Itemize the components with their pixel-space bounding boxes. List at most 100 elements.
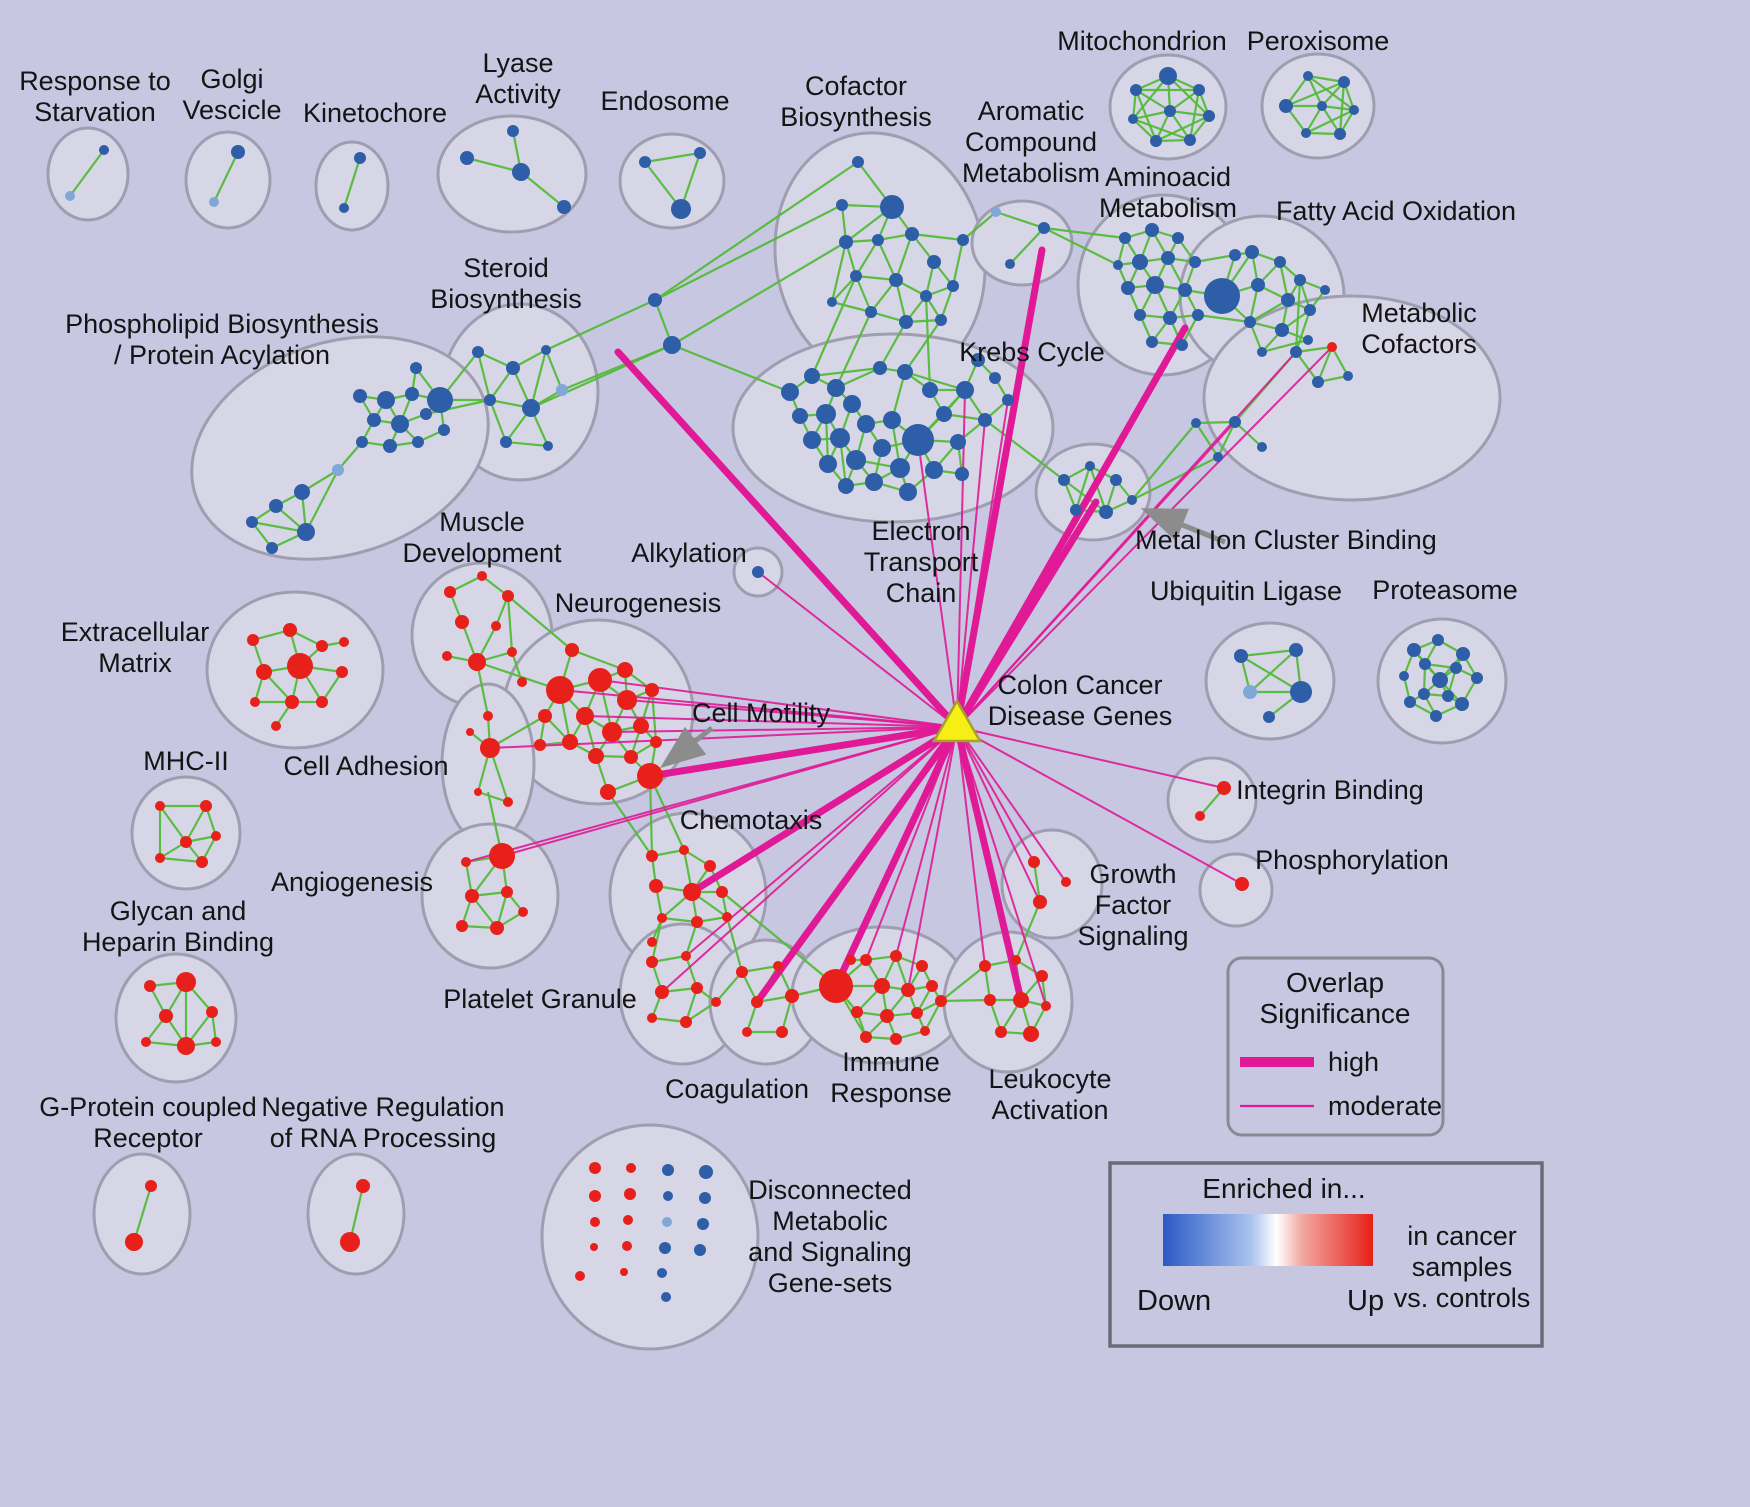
gene-set-node xyxy=(827,297,837,307)
gene-set-node xyxy=(1419,658,1431,670)
label-line: Activity xyxy=(475,79,561,109)
overlap-edge-high xyxy=(953,723,1025,1004)
gene-set-edge xyxy=(939,285,955,321)
gene-set-node xyxy=(662,1217,672,1227)
gene-set-edge xyxy=(342,157,362,209)
gene-set-edge xyxy=(951,239,965,287)
gene-set-node xyxy=(911,1007,923,1019)
enrichment-legend-title: Enriched in... xyxy=(1202,1173,1365,1204)
gene-set-edge xyxy=(159,805,187,843)
gene-set-node xyxy=(637,763,663,789)
gene-set-node xyxy=(420,408,432,420)
gene-set-node xyxy=(269,499,283,513)
label-line: Chain xyxy=(886,578,957,608)
gene-set-node xyxy=(575,1271,585,1281)
label-line: Glycan and xyxy=(110,896,247,926)
gene-set-node xyxy=(955,467,969,481)
gene-set-edge xyxy=(505,440,549,448)
overlap-edge-moderate xyxy=(956,419,986,728)
label-line: Matrix xyxy=(98,648,172,678)
gene-set-node xyxy=(502,590,514,602)
gene-set-node xyxy=(490,921,504,935)
label-line: and Signaling xyxy=(748,1237,912,1267)
inter-cluster-edge xyxy=(1195,422,1219,458)
gene-set-node xyxy=(819,455,837,473)
gene-set-node xyxy=(1234,649,1248,663)
gene-set-node xyxy=(991,207,1001,217)
gene-set-node xyxy=(294,484,310,500)
label-line: Cofactors xyxy=(1361,329,1477,359)
gene-set-node xyxy=(1450,662,1462,674)
gene-set-node xyxy=(838,478,854,494)
label-line: Activation xyxy=(991,1095,1108,1125)
gene-set-node xyxy=(1184,134,1196,146)
gene-set-node xyxy=(691,916,703,928)
cluster-integrin-binding xyxy=(1166,756,1258,844)
gene-set-edge xyxy=(1249,649,1297,693)
inter-cluster-edge xyxy=(671,241,847,346)
gene-set-node xyxy=(1303,71,1313,81)
label-line: Colon Cancer xyxy=(997,670,1162,700)
gene-set-node xyxy=(367,413,381,427)
label-line: Metabolism xyxy=(1099,193,1237,223)
gene-set-node xyxy=(694,147,706,159)
label-line: Neurogenesis xyxy=(555,588,722,618)
gene-set-node xyxy=(1191,418,1201,428)
label-chemotaxis: Chemotaxis xyxy=(680,805,823,835)
gene-set-node xyxy=(141,1037,151,1047)
gene-set-node xyxy=(1229,249,1241,261)
gene-set-node xyxy=(647,937,657,947)
gene-set-node xyxy=(1132,254,1148,270)
gene-set-node xyxy=(785,989,799,1003)
gene-set-node xyxy=(1407,643,1421,657)
gene-set-node xyxy=(391,415,409,433)
label-line: Response to xyxy=(19,66,171,96)
gene-set-node xyxy=(1213,452,1223,462)
gene-set-node xyxy=(1281,293,1295,307)
label-peroxisome: Peroxisome xyxy=(1247,26,1390,56)
gene-set-node xyxy=(657,913,667,923)
gene-set-node xyxy=(889,273,903,287)
gene-set-node xyxy=(846,450,866,470)
gene-set-edge xyxy=(1295,351,1319,383)
gene-set-node xyxy=(383,439,397,453)
gene-set-node xyxy=(250,697,260,707)
gene-set-node xyxy=(1002,394,1014,406)
gene-set-edge xyxy=(830,241,848,303)
overlap-high-label: high xyxy=(1328,1047,1379,1077)
label-cell-adhesion: Cell Adhesion xyxy=(283,751,448,781)
cluster-phosphorylation xyxy=(1198,852,1274,928)
gene-set-node xyxy=(1442,690,1454,702)
cluster-mhc-ii xyxy=(130,775,242,891)
inter-cluster-edge xyxy=(1194,253,1236,264)
inter-cluster-edge xyxy=(879,321,907,369)
gene-set-node xyxy=(851,1006,863,1018)
cluster-angiogenesis xyxy=(420,822,560,970)
overlap-edge-high xyxy=(614,348,961,731)
gene-set-edge xyxy=(1321,104,1355,112)
label-phospholipid-biosynthesis: Phospholipid Biosynthesis/ Protein Acyla… xyxy=(65,309,379,370)
gene-set-node xyxy=(890,458,910,478)
gene-set-node xyxy=(266,542,278,554)
gene-set-node xyxy=(1204,278,1240,314)
label-line: Coagulation xyxy=(665,1074,809,1104)
gene-set-node xyxy=(256,664,272,680)
gene-set-node xyxy=(1301,128,1311,138)
gene-set-node xyxy=(209,197,219,207)
inter-cluster-edge xyxy=(715,971,743,1003)
gene-set-node xyxy=(927,255,941,269)
gene-set-node xyxy=(890,950,902,962)
gene-set-node xyxy=(427,387,453,413)
gene-set-node xyxy=(935,314,947,326)
gene-set-node xyxy=(1033,895,1047,909)
gene-set-node xyxy=(873,439,891,457)
gene-set-node xyxy=(736,966,748,978)
gene-set-node xyxy=(1058,474,1070,486)
label-line: Mitochondrion xyxy=(1057,26,1227,56)
gene-set-node xyxy=(444,586,456,598)
inter-cluster-edge xyxy=(1197,313,1251,324)
gene-set-edge xyxy=(571,648,626,672)
overlap-edge-moderate xyxy=(895,726,958,957)
